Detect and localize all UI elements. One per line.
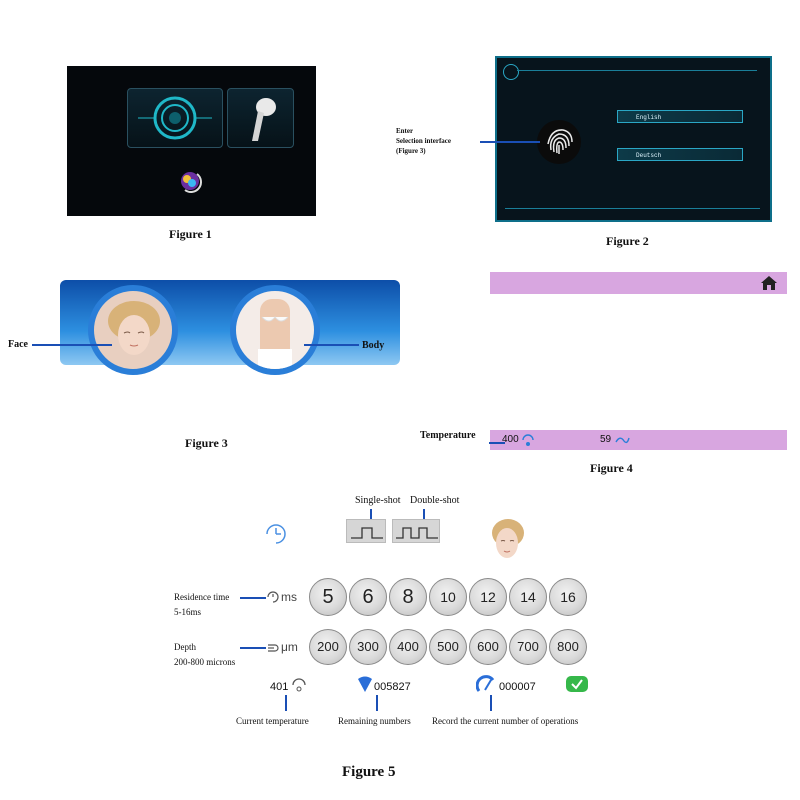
clock-icon[interactable] <box>263 521 289 547</box>
color-orb-icon[interactable] <box>175 166 205 196</box>
face-image <box>108 301 160 355</box>
residence-label: Residence time <box>174 592 230 602</box>
counter-icon <box>358 676 372 692</box>
depth-option-700[interactable]: 700 <box>509 629 547 665</box>
residence-option-12[interactable]: 12 <box>469 578 507 616</box>
residence-option-14[interactable]: 14 <box>509 578 547 616</box>
annotation-pointer <box>480 141 540 143</box>
depth-label: Depth <box>174 642 196 652</box>
residence-option-16[interactable]: 16 <box>549 578 587 616</box>
operations-icon <box>476 675 495 692</box>
residence-option-10[interactable]: 10 <box>429 578 467 616</box>
depth-icon <box>268 644 279 652</box>
confirm-button[interactable] <box>566 676 588 692</box>
thermometer-icon <box>522 434 534 446</box>
annotation-line-1: Enter <box>396 127 414 135</box>
face-pointer <box>32 344 112 346</box>
english-button[interactable]: English <box>617 110 743 123</box>
face-mode-panel[interactable] <box>127 88 223 148</box>
deutsch-label: Deutsch <box>636 152 662 159</box>
face-label: Face <box>8 339 28 350</box>
home-icon[interactable] <box>760 275 778 291</box>
figure2-annotation: Enter Selection interface (Figure 3) <box>396 126 451 156</box>
figure2-caption: Figure 2 <box>606 234 649 248</box>
frame-line-bottom <box>505 208 760 209</box>
frame-line <box>517 70 757 71</box>
single-pulse-icon <box>351 527 383 539</box>
depth-option-600[interactable]: 600 <box>469 629 507 665</box>
english-label: English <box>636 114 662 121</box>
figure2-screen: English Deutsch <box>495 56 772 222</box>
remaining-label: Remaining numbers <box>338 716 411 726</box>
temperature-pointer <box>489 442 505 444</box>
figure3-caption: Figure 3 <box>185 436 228 450</box>
single-shot-label: Single-shot <box>355 495 401 506</box>
temperature-icon <box>292 678 306 692</box>
depth-option-800[interactable]: 800 <box>549 629 587 665</box>
current-temperature-label: Current temperature <box>236 716 309 726</box>
second-value: 59 <box>600 434 612 445</box>
face-mode-button[interactable] <box>88 285 178 375</box>
annotation-line-3: (Figure 3) <box>396 147 426 155</box>
wave-icon <box>615 437 630 444</box>
face-thumbnail <box>484 515 530 567</box>
figure5-caption: Figure 5 <box>342 764 396 780</box>
figure3-screen <box>0 255 410 445</box>
depth-option-300[interactable]: 300 <box>349 629 387 665</box>
single-shot-button[interactable] <box>346 519 386 543</box>
operations-label: Record the current number of operations <box>432 716 579 726</box>
residence-pointer <box>240 597 266 599</box>
figure1-caption: Figure 1 <box>169 227 212 241</box>
target-icon <box>138 96 212 140</box>
residence-option-8[interactable]: 8 <box>389 578 427 616</box>
figure4-caption: Figure 4 <box>590 461 633 475</box>
current-temperature-value: 401 <box>270 681 289 693</box>
deutsch-button[interactable]: Deutsch <box>617 148 743 161</box>
handpiece-panel[interactable] <box>227 88 294 148</box>
depth-option-200[interactable]: 200 <box>309 629 347 665</box>
fingerprint-icon <box>547 129 573 154</box>
remaining-pointer <box>376 695 378 711</box>
status-bar: 400 59 <box>490 430 787 450</box>
operations-pointer <box>490 695 492 711</box>
handpiece-icon <box>252 98 276 141</box>
temperature-pointer-2 <box>285 695 287 711</box>
annotation-line-2: Selection interface <box>396 137 452 145</box>
body-pointer <box>304 344 359 346</box>
residence-option-6[interactable]: 6 <box>349 578 387 616</box>
top-bar <box>490 272 787 294</box>
double-pulse-icon <box>396 527 438 539</box>
depth-option-400[interactable]: 400 <box>389 629 427 665</box>
residence-option-5[interactable]: 5 <box>309 578 347 616</box>
temperature-value: 400 <box>502 434 519 445</box>
timer-icon <box>267 591 279 603</box>
residence-range: 5-16ms <box>174 607 201 617</box>
body-mode-button[interactable] <box>230 285 320 375</box>
temperature-label: Temperature <box>420 430 476 441</box>
figure1-screen <box>67 66 316 216</box>
operations-value: 000007 <box>499 681 536 693</box>
double-shot-button[interactable] <box>392 519 440 543</box>
depth-range: 200-800 microns <box>174 657 236 667</box>
residence-unit: ms <box>281 590 297 604</box>
body-label: Body <box>362 340 385 351</box>
body-image <box>258 299 292 369</box>
depth-unit: μm <box>281 640 298 654</box>
depth-pointer <box>240 647 266 649</box>
double-shot-label: Double-shot <box>410 495 460 506</box>
power-icon[interactable] <box>503 64 519 80</box>
checkmark-icon <box>571 679 583 690</box>
depth-option-500[interactable]: 500 <box>429 629 467 665</box>
remaining-value: 005827 <box>374 681 411 693</box>
fingerprint-button[interactable] <box>537 120 581 164</box>
